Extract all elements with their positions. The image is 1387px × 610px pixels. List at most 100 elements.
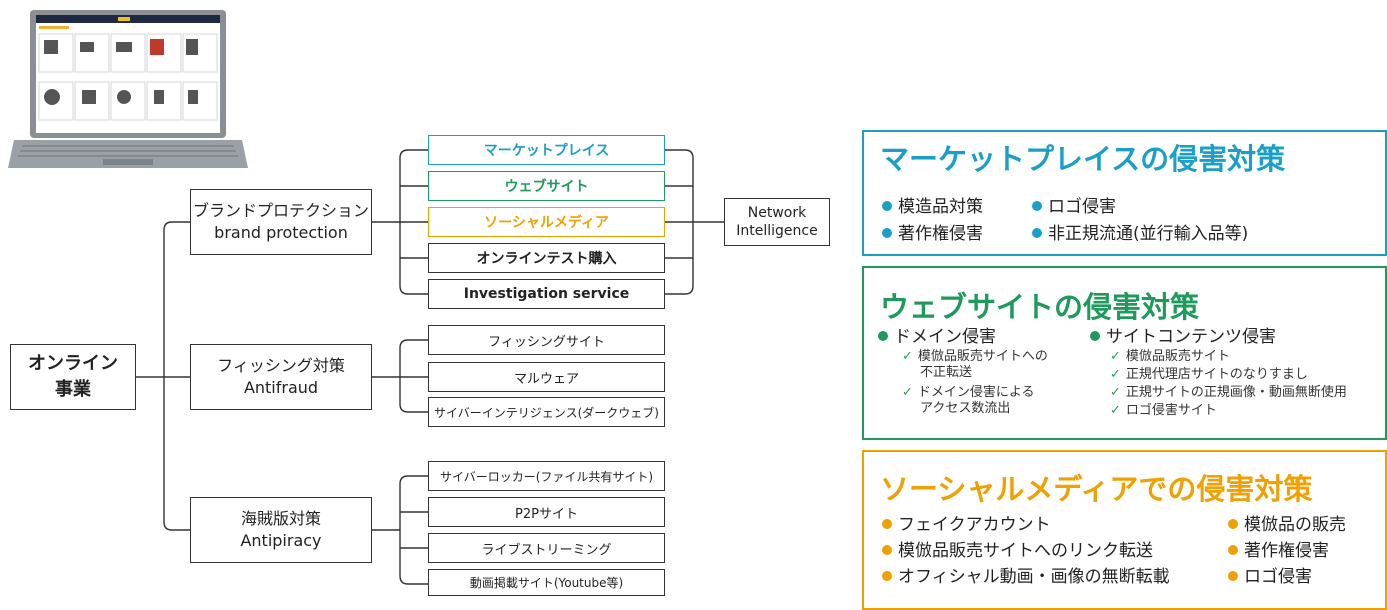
category-brand-protection: ブランドプロテクション brand protection xyxy=(190,189,372,255)
marketplace-item: 模造品対策 xyxy=(882,192,983,217)
check-icon: ✓ xyxy=(1110,367,1121,382)
brand-jp-label: ブランドプロテクション xyxy=(192,201,369,220)
antipiracy-item-live-streaming: ライブストリーミング xyxy=(428,533,665,563)
website-left-check-cont: アクセス数流出 xyxy=(920,401,1010,417)
bullet-icon xyxy=(1228,519,1238,529)
website-right-check: ✓ 正規代理店サイトのなりすまし xyxy=(1110,367,1308,383)
marketplace-item: 非正規流通(並行輸入品等) xyxy=(1032,219,1248,244)
brand-item-label: Investigation service xyxy=(463,286,630,302)
website-right-check-label: 正規サイトの正規画像・動画無断使用 xyxy=(1125,385,1347,400)
root-label-line1: オンライン xyxy=(28,353,118,374)
website-left-head: ドメイン侵害 xyxy=(878,322,996,347)
website-right-check-label: ロゴ侵害サイト xyxy=(1125,403,1217,418)
brand-item-label: ソーシャルメディア xyxy=(484,215,609,231)
marketplace-item-label: 模造品対策 xyxy=(898,197,983,217)
social-left-item: フェイクアカウント xyxy=(882,510,1051,535)
bullet-icon xyxy=(878,331,888,341)
website-right-check-label: 模倣品販売サイト xyxy=(1125,349,1230,364)
check-icon: ✓ xyxy=(1110,349,1121,364)
website-right-check: ✓ 模倣品販売サイト xyxy=(1110,349,1230,365)
marketplace-item: 著作権侵害 xyxy=(882,219,983,244)
social-left-item: オフィシャル動画・画像の無断転載 xyxy=(882,562,1170,587)
marketplace-item-label: 著作権侵害 xyxy=(898,224,983,244)
antifraud-item-label: フィッシングサイト xyxy=(488,334,605,350)
antipiracy-item-cyberlocker: サイバーロッカー(ファイル共有サイト) xyxy=(428,461,665,491)
website-left-head-label: ドメイン侵害 xyxy=(894,327,996,347)
social-right-item: 著作権侵害 xyxy=(1228,536,1329,561)
marketplace-item-label: 非正規流通(並行輸入品等) xyxy=(1048,224,1249,244)
antifraud-item-malware: マルウェア xyxy=(428,362,665,392)
connector-lines xyxy=(136,149,724,585)
antipiracy-item-video-sites: 動画掲載サイト(Youtube等) xyxy=(428,569,665,596)
bullet-icon xyxy=(882,545,892,555)
antipiracy-jp-label: 海賊版対策 xyxy=(240,509,321,528)
website-left-check-label: 模倣品販売サイトへの xyxy=(917,349,1048,364)
website-right-head-label: サイトコンテンツ侵害 xyxy=(1106,327,1276,347)
social-left-item-label: 模倣品販売サイトへのリンク転送 xyxy=(898,541,1153,561)
brand-item-label: ウェブサイト xyxy=(504,179,589,195)
panel-marketplace: マーケットプレイスの侵害対策 模造品対策 ロゴ侵害 著作権侵害 非正規流通(並行… xyxy=(862,130,1387,256)
website-right-check-label: 正規代理店サイトのなりすまし xyxy=(1125,367,1308,382)
social-right-item-label: 模倣品の販売 xyxy=(1244,515,1346,535)
antifraud-item-label: サイバーインテリジェンス(ダークウェブ) xyxy=(434,405,659,420)
bullet-icon xyxy=(882,519,892,529)
bullet-icon xyxy=(882,571,892,581)
root-node: オンライン 事業 xyxy=(10,344,136,410)
social-right-item-label: ロゴ侵害 xyxy=(1244,567,1312,587)
network-intelligence-node: Network Intelligence xyxy=(724,198,830,246)
brand-item-test-purchase: オンラインテスト購入 xyxy=(428,243,665,273)
marketplace-item: ロゴ侵害 xyxy=(1032,192,1116,217)
antifraud-item-phishing: フィッシングサイト xyxy=(428,325,665,355)
website-left-check-cont: 不正転送 xyxy=(920,365,972,381)
network-label-line2: Intelligence xyxy=(736,223,818,239)
marketplace-item-label: ロゴ侵害 xyxy=(1048,197,1116,217)
check-icon: ✓ xyxy=(902,349,913,364)
website-left-check-label: 不正転送 xyxy=(920,365,973,380)
panel-social-media: ソーシャルメディアでの侵害対策 フェイクアカウント 模倣品販売サイトへのリンク転… xyxy=(862,450,1387,610)
panel-website-title: ウェブサイトの侵害対策 xyxy=(880,290,1200,324)
antifraud-en-label: Antifraud xyxy=(243,378,319,397)
antifraud-jp-label: フィッシング対策 xyxy=(217,356,345,375)
antipiracy-item-p2p: P2Pサイト xyxy=(428,497,665,527)
brand-item-website: ウェブサイト xyxy=(428,171,665,201)
website-left-check: ✓ 模倣品販売サイトへの xyxy=(902,349,1048,365)
social-right-item: ロゴ侵害 xyxy=(1228,562,1312,587)
social-left-item: 模倣品販売サイトへのリンク転送 xyxy=(882,536,1153,561)
social-left-item-label: フェイクアカウント xyxy=(898,515,1051,535)
bullet-icon xyxy=(1228,571,1238,581)
website-right-head: サイトコンテンツ侵害 xyxy=(1090,322,1276,347)
website-right-check: ✓ 正規サイトの正規画像・動画無断使用 xyxy=(1110,385,1347,401)
brand-item-social-media: ソーシャルメディア xyxy=(428,207,665,237)
brand-item-investigation: Investigation service xyxy=(428,279,665,309)
check-icon: ✓ xyxy=(902,385,913,400)
bullet-icon xyxy=(1032,201,1042,211)
antipiracy-en-label: Antipiracy xyxy=(240,531,322,550)
social-right-item: 模倣品の販売 xyxy=(1228,510,1346,535)
social-right-item-label: 著作権侵害 xyxy=(1244,541,1329,561)
network-label-line1: Network xyxy=(747,205,807,221)
antifraud-item-label: マルウェア xyxy=(513,371,579,387)
check-icon: ✓ xyxy=(1110,385,1121,400)
laptop-illustration xyxy=(8,8,248,174)
category-antifraud: フィッシング対策 Antifraud xyxy=(190,344,372,410)
panel-marketplace-title: マーケットプレイスの侵害対策 xyxy=(880,142,1286,176)
website-left-check: ✓ドメイン侵害による xyxy=(902,385,1035,401)
antifraud-item-cyber-intelligence: サイバーインテリジェンス(ダークウェブ) xyxy=(428,397,665,427)
brand-item-label: マーケットプレイス xyxy=(483,143,610,159)
bullet-icon xyxy=(1228,545,1238,555)
panel-website: ウェブサイトの侵害対策 ドメイン侵害 ✓ 模倣品販売サイトへの 不正転送 ✓ドメイ… xyxy=(862,266,1387,440)
website-left-check-label: アクセス数流出 xyxy=(920,401,1011,416)
antipiracy-item-label: ライブストリーミング xyxy=(481,542,612,558)
antipiracy-item-label: P2Pサイト xyxy=(515,506,578,522)
antipiracy-item-label: サイバーロッカー(ファイル共有サイト) xyxy=(439,469,654,484)
root-label-line2: 事業 xyxy=(55,379,91,400)
social-left-item-label: オフィシャル動画・画像の無断転載 xyxy=(898,567,1170,587)
antipiracy-item-label: 動画掲載サイト(Youtube等) xyxy=(469,576,624,590)
bullet-icon xyxy=(882,201,892,211)
check-icon: ✓ xyxy=(1110,403,1121,418)
brand-item-label: オンラインテスト購入 xyxy=(476,251,617,267)
bullet-icon xyxy=(882,228,892,238)
category-antipiracy: 海賊版対策 Antipiracy xyxy=(190,497,372,563)
bullet-icon xyxy=(1090,331,1100,341)
bullet-icon xyxy=(1032,228,1042,238)
